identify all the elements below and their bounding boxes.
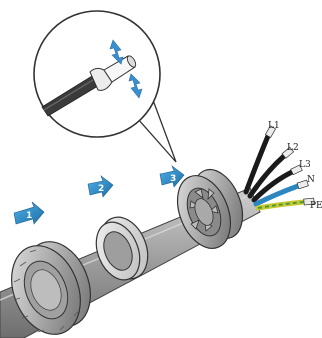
step-number-2: 2 <box>98 184 104 194</box>
step-number-1: 1 <box>26 211 32 221</box>
step-arrow-2: 2 <box>88 176 113 197</box>
wire-label-n: N <box>307 175 315 185</box>
step-arrow-1: 1 <box>14 202 44 224</box>
wire-label-pe: PE <box>310 201 322 211</box>
wire-label-l3: L3 <box>299 160 311 170</box>
step-arrow-3: 3 <box>160 166 184 187</box>
wire-label-l1: L1 <box>268 121 280 131</box>
step-number-3: 3 <box>170 174 176 184</box>
wire-label-l2: L2 <box>287 143 299 153</box>
detail-callout <box>34 11 176 162</box>
